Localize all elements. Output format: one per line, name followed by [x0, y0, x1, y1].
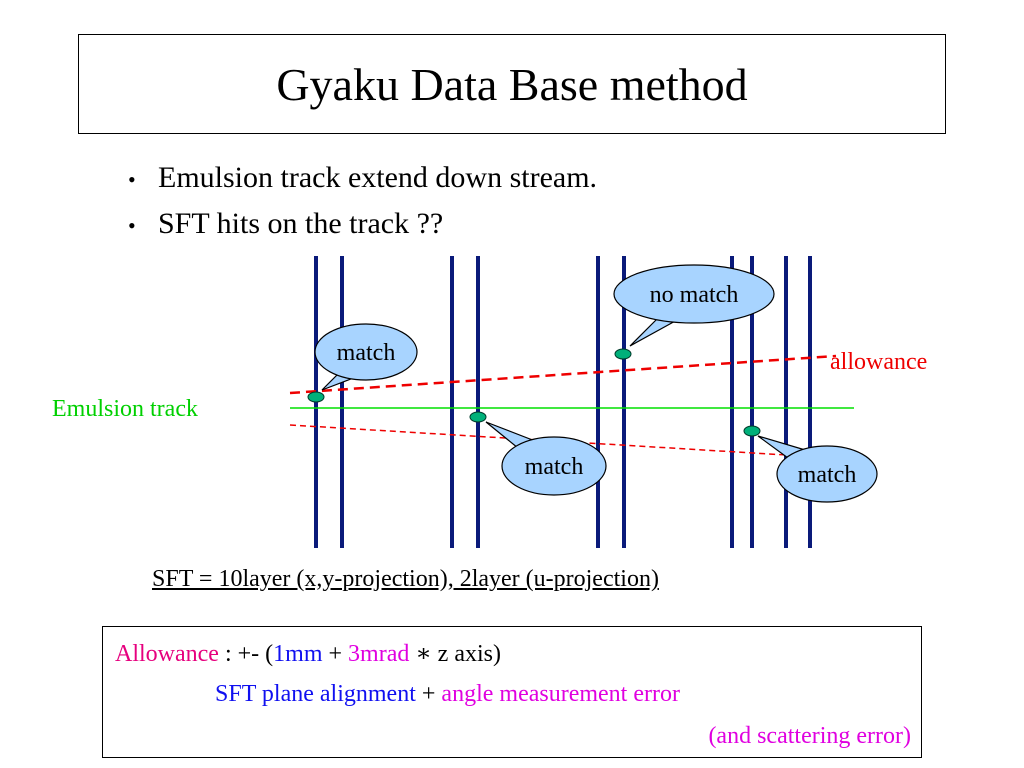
page-title: Gyaku Data Base method: [276, 58, 748, 110]
note-rest: ∗ z axis): [409, 641, 501, 667]
callout-no-match-text: no match: [650, 282, 739, 308]
note-value-1mm: 1mm: [273, 641, 323, 667]
callout-match-3: match: [757, 435, 878, 503]
allowance-term: Allowance: [115, 641, 219, 667]
bullet-marker: •: [128, 213, 136, 238]
bullet-marker: •: [128, 167, 136, 192]
allowance-note-box: Allowance : +- (1mm + 3mrad ∗ z axis) SF…: [102, 626, 922, 758]
note-line-1: Allowance : +- (1mm + 3mrad ∗ z axis): [115, 639, 501, 668]
note-angle-error: angle measurement error: [441, 681, 680, 707]
sft-diagram: Emulsion track allowance no match match …: [52, 256, 927, 548]
title-box: Gyaku Data Base method: [78, 34, 946, 134]
note-plus: +: [415, 681, 442, 707]
bullet-text: SFT hits on the track ??: [158, 207, 444, 240]
note-plus: +: [322, 641, 349, 667]
hit-marker: [307, 391, 325, 403]
note-value-3mrad: 3mrad: [348, 641, 410, 667]
hit-marker: [469, 411, 487, 423]
callout-match-text: match: [337, 340, 396, 366]
bullet-list: • Emulsion track extend down stream. • S…: [128, 156, 597, 248]
note-sft-alignment: SFT plane alignment: [215, 681, 416, 707]
callout-match-1: match: [314, 323, 418, 391]
bullet-item: • SFT hits on the track ??: [128, 202, 597, 248]
bullet-text: Emulsion track extend down stream.: [158, 161, 598, 194]
allowance-label: allowance: [830, 349, 927, 375]
note-line-3: (and scattering error): [708, 723, 911, 749]
hit-marker: [614, 348, 632, 360]
callout-no-match: no match: [613, 264, 775, 347]
note-line-2: SFT plane alignment + angle measurement …: [215, 681, 680, 708]
callout-match-2: match: [485, 421, 607, 496]
callout-match-text: match: [798, 462, 857, 488]
hit-marker: [743, 425, 761, 437]
allowance-upper-line: [289, 354, 837, 395]
callout-match-text: match: [525, 454, 584, 480]
bullet-item: • Emulsion track extend down stream.: [128, 156, 597, 202]
note-separator: : +- (: [218, 641, 274, 667]
sft-caption: SFT = 10layer (x,y-projection), 2layer (…: [152, 566, 659, 592]
hit-markers: [307, 348, 761, 437]
emulsion-track-label: Emulsion track: [52, 396, 198, 422]
